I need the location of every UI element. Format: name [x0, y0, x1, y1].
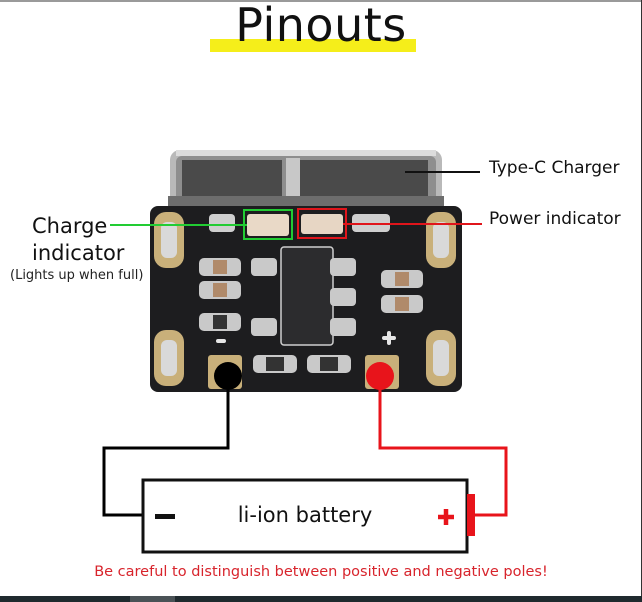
charge-indicator-label-line2: indicator [32, 241, 125, 265]
power-led [301, 214, 343, 234]
battery-positive-sign [438, 509, 454, 525]
positive-silk-mark [382, 331, 396, 345]
scrollbar-thumb[interactable] [130, 596, 175, 602]
charge-indicator-note: (Lights up when full) [10, 268, 144, 283]
charge-indicator-label: Charge [32, 214, 108, 238]
charge-led [247, 214, 289, 236]
negative-silk-mark [216, 339, 226, 343]
type-c-connector [168, 150, 444, 212]
type-c-charger-label: Type-C Charger [489, 158, 620, 178]
top-edge-bar [0, 0, 642, 2]
pcb-board [150, 206, 462, 392]
battery-negative-sign [155, 514, 175, 519]
page-title: Pinouts [235, 0, 407, 52]
battery-label: li-ion battery [237, 503, 373, 527]
positive-wire [378, 376, 508, 517]
negative-wire [102, 376, 230, 517]
charger-ic [280, 246, 334, 346]
bottom-scrollbar[interactable] [0, 596, 642, 602]
title-highlight [210, 39, 416, 52]
polarity-warning: Be careful to distinguish between positi… [94, 564, 548, 580]
battery-positive-terminal [467, 494, 475, 536]
power-indicator-label: Power indicator [489, 209, 621, 229]
battery-body [141, 478, 469, 554]
